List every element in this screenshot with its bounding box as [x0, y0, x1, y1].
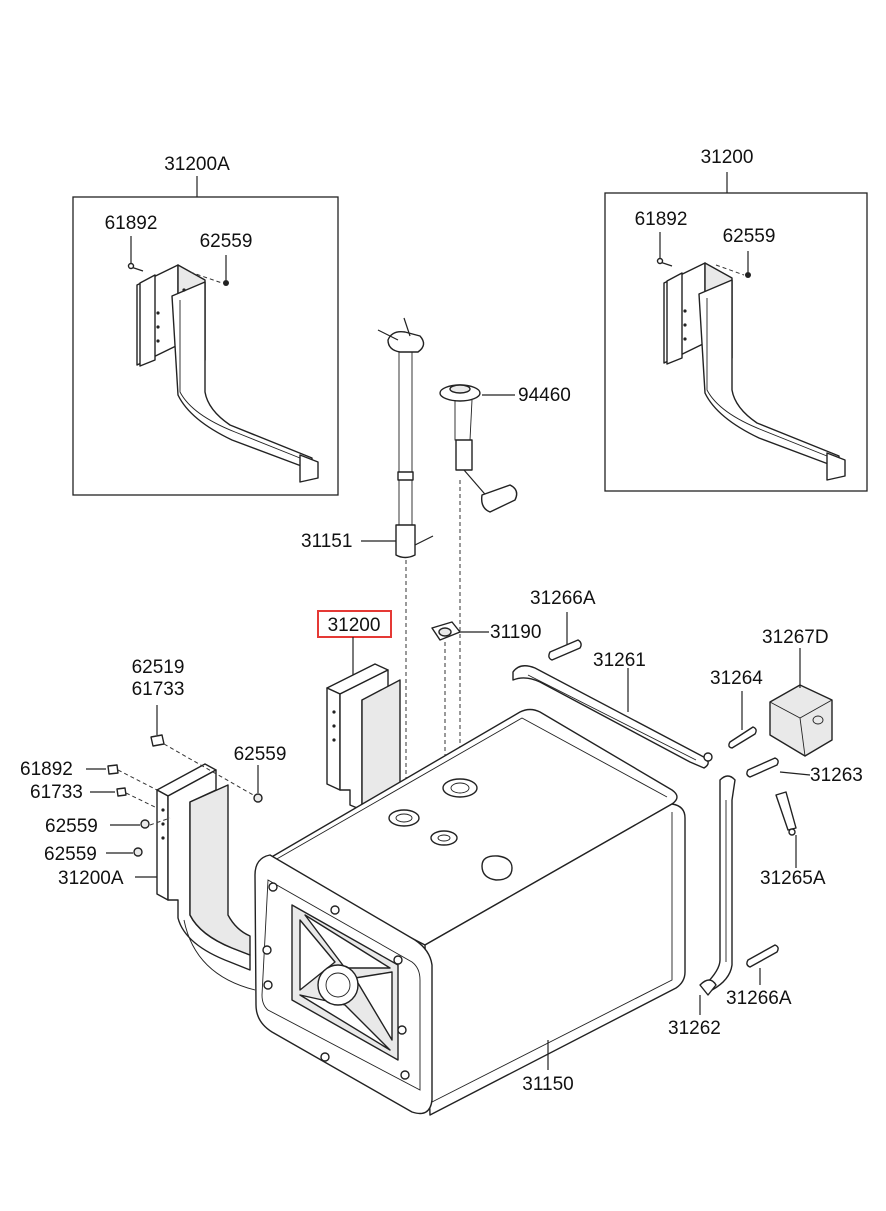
filler-cap-part: 31190 [431, 621, 541, 825]
strap-bottom-part [699, 775, 736, 1015]
kit-left-title: 31200A [164, 154, 230, 175]
strap-bottom-label: 31262 [668, 1018, 721, 1039]
bolt-right-part [775, 791, 797, 868]
kit-box-left: 31200A 61892 62559 [72, 154, 339, 496]
kit-right-bolt-label: 61892 [635, 209, 688, 230]
bolt-c-label: 61892 [20, 759, 73, 780]
kit-left-bracket [136, 264, 319, 483]
sender-unit-label: 94460 [518, 385, 571, 406]
bracket-31200a-part [135, 763, 256, 991]
pin-b-part [746, 757, 811, 778]
bolt-d-label: 61733 [30, 782, 83, 803]
strap-top-part [512, 665, 713, 769]
kit-left-bolt-icon [127, 236, 144, 272]
kit-right-nut-icon [715, 251, 751, 278]
bracket-left-label: 31200A [58, 868, 124, 889]
gauge-tube-label: 31151 [301, 531, 352, 552]
gauge-tube-part: 31151 [301, 317, 434, 805]
highlight-frame [317, 610, 392, 638]
nut-c-label: 62559 [234, 744, 287, 765]
fuel-tank-part [254, 708, 686, 1116]
nut-a-label: 62559 [45, 816, 98, 837]
kit-right-title: 31200 [701, 147, 754, 168]
kit-left-nut-label: 62559 [200, 231, 253, 252]
kit-right-bracket [663, 262, 846, 481]
cushion-part [769, 648, 833, 757]
sender-unit-part: 94460 [439, 384, 571, 785]
kit-right-nut-label: 62559 [723, 226, 776, 247]
filler-cap-label: 31190 [490, 622, 541, 643]
bracket-31200-part: 31200 [317, 610, 401, 811]
highlighted-part-label[interactable]: 31200 [328, 615, 381, 636]
kit-left-bolt-label: 61892 [105, 213, 158, 234]
pin-a-label: 31264 [710, 668, 763, 689]
strap-top-label: 31261 [593, 650, 646, 671]
pin-top-label: 31266A [530, 588, 596, 609]
cushion-label: 31267D [762, 627, 829, 648]
pin-b-label: 31263 [810, 765, 863, 786]
fasteners-left [86, 705, 263, 857]
pin-bottom-part [746, 944, 779, 985]
nut-b-label: 62559 [44, 844, 97, 865]
pin-top-part [548, 612, 582, 661]
tank-label: 31150 [522, 1074, 573, 1095]
bolt-right-label: 31265A [760, 868, 826, 889]
kit-left-nut-icon [189, 255, 229, 286]
pin-a-part [728, 691, 757, 749]
bolt-a-label: 62519 [132, 657, 185, 678]
kit-box-right: 31200 61892 62559 [604, 147, 868, 492]
bolt-b-label: 61733 [132, 679, 185, 700]
pin-bottom-label: 31266A [726, 988, 792, 1009]
kit-right-bolt-icon [656, 232, 673, 267]
